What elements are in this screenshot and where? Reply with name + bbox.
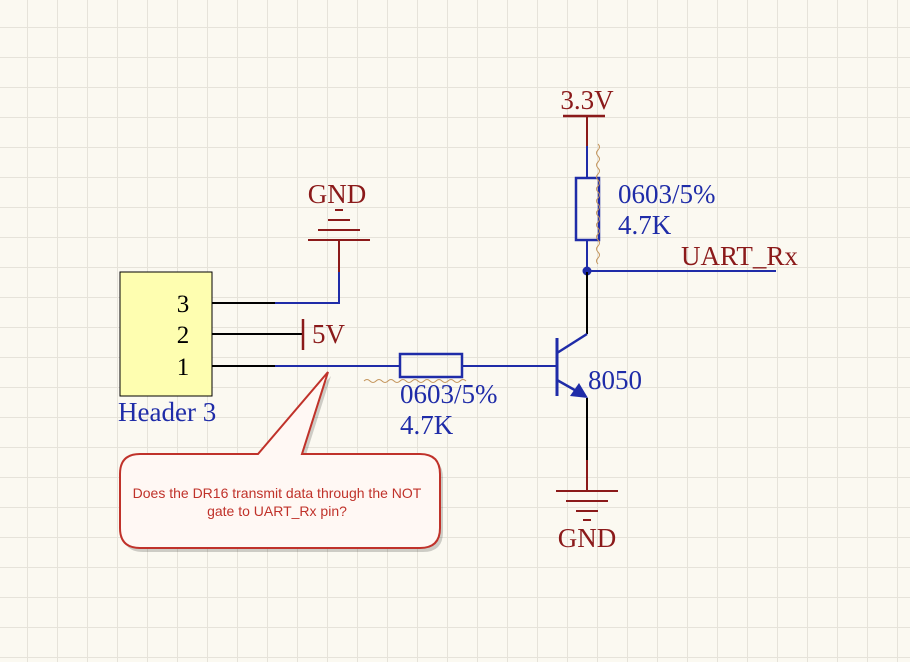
resistor-pullup-squiggle [596,143,600,265]
resistor-pullup-package: 0603/5% [618,179,716,209]
header-pin-2-label: 2 [177,322,190,349]
transistor-8050[interactable] [555,332,588,398]
vcc-5v-label: 5V [312,319,346,349]
resistor-base-value: 4.7K [400,410,454,440]
header-pin-1-label: 1 [177,354,190,381]
header-body[interactable] [119,271,213,397]
gnd-bottom-symbol [556,460,618,521]
resistor-pullup-value: 4.7K [618,210,672,240]
callout-bubble[interactable] [119,371,443,552]
resistor-pullup-body[interactable] [574,176,601,242]
vcc-3v3-label: 3.3V [560,85,614,115]
gnd-top-symbol [308,209,370,272]
net-label-uart-rx: UART_Rx [681,241,798,271]
header-pin-3-label: 3 [177,291,190,318]
callout-text: Does the DR16 transmit data through the … [132,485,422,519]
gnd-top-label: GND [308,179,367,209]
gnd-bottom-label: GND [558,523,617,553]
transistor-part-label: 8050 [588,365,642,395]
wire-pin3-gnd[interactable] [275,272,340,304]
header-designator: Header 3 [118,397,216,427]
resistor-base-squiggle [363,379,467,383]
resistor-base-body[interactable] [398,352,464,379]
resistor-base-package: 0603/5% [400,379,498,409]
